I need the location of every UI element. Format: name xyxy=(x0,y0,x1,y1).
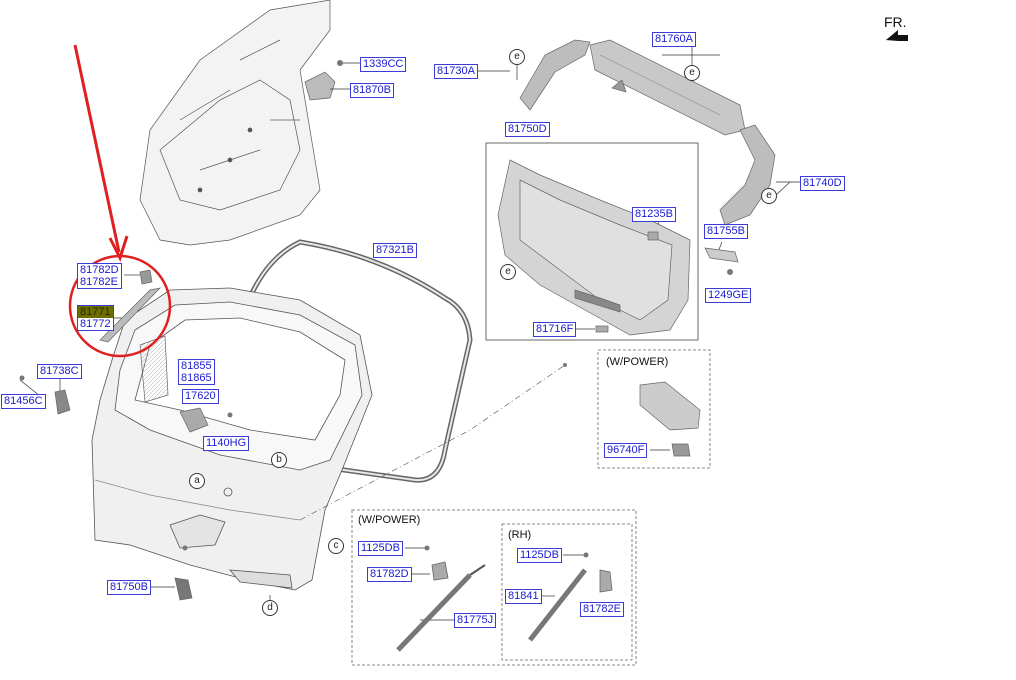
front-direction-label: FR. xyxy=(884,14,907,30)
trim-panel xyxy=(497,159,691,336)
ref-circle-d: d xyxy=(262,600,278,616)
ref-circle-e2: e xyxy=(684,65,700,81)
ref-circle-c: c xyxy=(328,538,344,554)
callout-group-81782: 81782D 81782E xyxy=(77,263,122,289)
annotation-arrow xyxy=(73,44,121,253)
callout-81775J[interactable]: 81775J xyxy=(454,613,497,628)
callout-group-818: 81855 81865 xyxy=(178,359,215,385)
bolt xyxy=(227,412,233,418)
rh-box-label: (RH) xyxy=(508,529,532,541)
annotation-circle xyxy=(68,254,172,358)
bolt xyxy=(424,545,430,551)
callout-1249GE[interactable]: 1249GE xyxy=(705,288,752,303)
bolt xyxy=(19,375,25,381)
ref-circle-e1: e xyxy=(509,49,525,65)
bolt xyxy=(583,552,589,558)
bolt xyxy=(182,545,188,551)
callout-81782E[interactable]: 81782E xyxy=(80,276,118,288)
ref-circle-b: b xyxy=(271,452,287,468)
callout-1125DB-a[interactable]: 1125DB xyxy=(358,541,403,556)
callout-81456C[interactable]: 81456C xyxy=(1,394,46,409)
callout-81771[interactable]: 81771 xyxy=(78,306,113,318)
body-panel xyxy=(139,0,331,246)
callout-1140HG[interactable]: 1140HG xyxy=(203,436,250,451)
rh-box xyxy=(501,523,633,661)
callout-81865[interactable]: 81865 xyxy=(181,372,212,384)
callout-81740D[interactable]: 81740D xyxy=(800,176,845,191)
assembly-line xyxy=(299,364,566,521)
callout-81870B[interactable]: 81870B xyxy=(350,83,394,98)
bolt xyxy=(727,269,733,275)
callout-81782E-b[interactable]: 81782E xyxy=(580,602,624,617)
callout-1339CC[interactable]: 1339CC xyxy=(360,57,407,72)
callout-81730A[interactable]: 81730A xyxy=(434,64,478,79)
ref-circle-e3: e xyxy=(761,188,777,204)
callout-81841[interactable]: 81841 xyxy=(505,589,542,604)
ref-circle-a: a xyxy=(189,473,205,489)
callout-81716F[interactable]: 81716F xyxy=(533,322,577,337)
callout-group-8177: 81771 81772 xyxy=(77,305,114,331)
callout-81772[interactable]: 81772 xyxy=(80,318,111,330)
bolt xyxy=(563,363,567,367)
body-bracket xyxy=(304,71,336,101)
power-box-top xyxy=(597,349,711,469)
power-box-bottom-label: (W/POWER) xyxy=(358,514,421,526)
callout-81760A[interactable]: 81760A xyxy=(652,32,696,47)
callout-81855[interactable]: 81855 xyxy=(181,360,212,372)
callout-81782D[interactable]: 81782D xyxy=(80,264,119,276)
callout-81782D-b[interactable]: 81782D xyxy=(367,567,412,582)
power-module xyxy=(639,381,701,457)
callout-81750B[interactable]: 81750B xyxy=(107,580,151,595)
trim-frame xyxy=(485,142,699,341)
callout-96740F[interactable]: 96740F xyxy=(604,443,648,458)
upper-garnish xyxy=(519,39,776,263)
callout-81738C[interactable]: 81738C xyxy=(37,364,82,379)
bolt xyxy=(337,60,343,66)
callout-81235B[interactable]: 81235B xyxy=(632,207,676,222)
power-box-top-label: (W/POWER) xyxy=(606,356,669,368)
callout-87321B[interactable]: 87321B xyxy=(373,243,417,258)
callout-1125DB-b[interactable]: 1125DB xyxy=(517,548,562,563)
callout-81750D[interactable]: 81750D xyxy=(505,122,550,137)
annotation-arrowhead xyxy=(108,235,129,262)
front-arrow-icon xyxy=(886,30,908,41)
ref-circle-e4: e xyxy=(500,264,516,280)
struts xyxy=(396,561,613,652)
callout-81755B[interactable]: 81755B xyxy=(704,224,748,239)
power-box-bottom xyxy=(351,509,637,666)
callout-17620[interactable]: 17620 xyxy=(182,389,219,404)
